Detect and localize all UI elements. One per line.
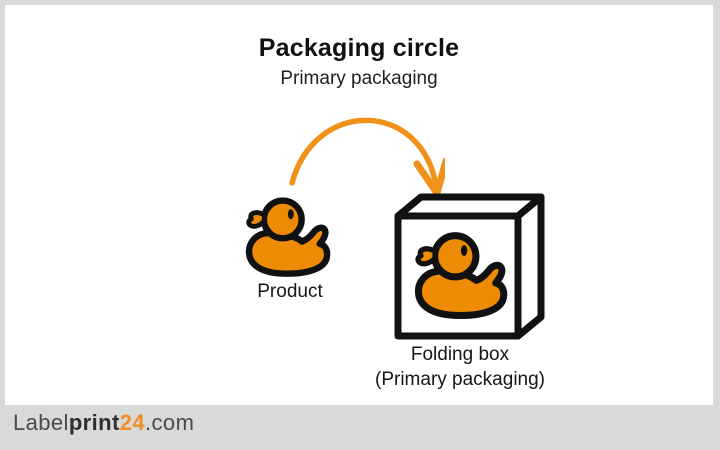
logo-text-label: Label — [13, 410, 69, 435]
duck-shape — [249, 201, 327, 274]
arrow-arc — [289, 117, 439, 189]
folding-box-label-line1: Folding box — [410, 344, 510, 365]
footer-band: Labelprint24.com — [0, 405, 720, 450]
folding-box-with-duck-icon — [394, 193, 545, 340]
logo-text-print: print — [68, 410, 120, 435]
curved-arrow-icon — [289, 117, 445, 197]
diagram-canvas: Packaging circle Primary packaging Produ… — [5, 5, 713, 405]
logo-text-24: 24 — [119, 410, 146, 435]
folding-box-label-line2: (Primary packaging) — [375, 369, 545, 390]
page-title: Packaging circle — [258, 34, 460, 62]
product-label: Product — [257, 281, 323, 302]
labelprint24-logo: Labelprint24.com — [13, 410, 194, 436]
folding-box-label: Folding box (Primary packaging) — [330, 342, 590, 392]
rubber-duck-icon — [245, 197, 331, 278]
logo-text-com: .com — [145, 410, 195, 435]
arrow-head — [413, 157, 445, 197]
page-subtitle: Primary packaging — [280, 68, 438, 89]
